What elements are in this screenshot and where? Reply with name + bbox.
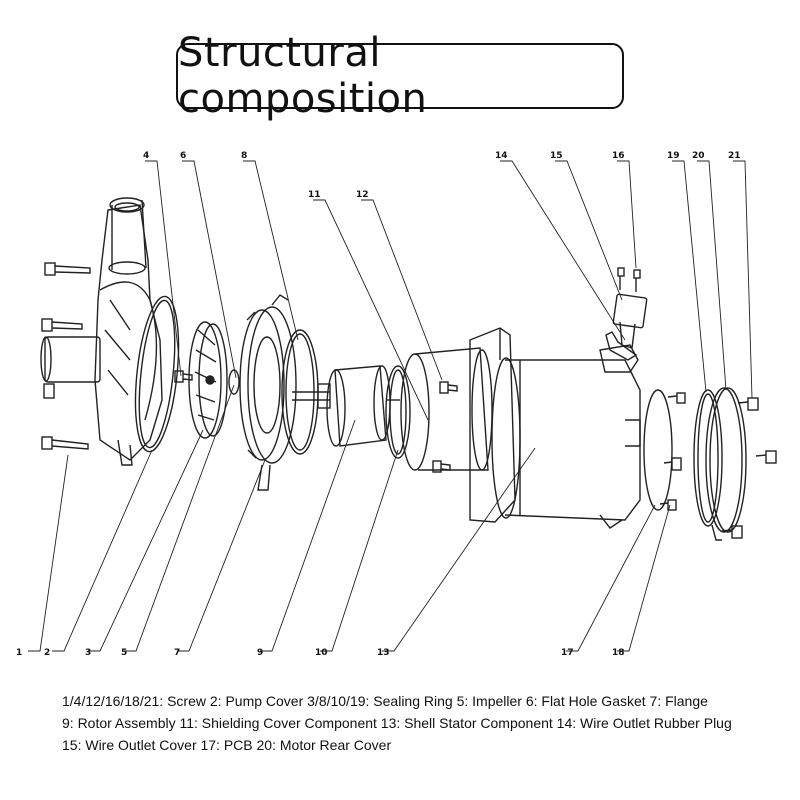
callout-8: 8	[241, 151, 247, 161]
shell-stator-part	[469, 327, 641, 529]
legend-line-2: 9: Rotor Assembly 11: Shielding Cover Co…	[62, 715, 732, 731]
title-box: Structural composition	[176, 30, 624, 122]
screw-21-set	[721, 397, 777, 539]
screw-4	[174, 370, 193, 383]
callout-16: 16	[612, 151, 625, 161]
diagram-title: Structural composition	[178, 30, 428, 122]
callout-14: 14	[495, 151, 508, 161]
callout-labels: 1 2 3 5 7 9 10 13 17 18 4 6 8 11 12 14 1…	[16, 151, 741, 658]
screw-18-set	[659, 392, 686, 511]
leader-lines	[28, 160, 753, 652]
callout-3: 3	[85, 648, 91, 658]
callout-15: 15	[550, 151, 563, 161]
callout-1: 1	[16, 648, 22, 658]
callout-5: 5	[121, 648, 127, 658]
legend-line-1: 1/4/12/16/18/21: Screw 2: Pump Cover 3/8…	[62, 693, 708, 709]
pcb-part	[643, 389, 673, 511]
callout-2: 2	[44, 648, 50, 658]
impeller-part	[188, 321, 228, 439]
callout-4: 4	[143, 151, 149, 161]
callout-12: 12	[356, 190, 369, 200]
flange-part	[239, 294, 297, 491]
wire-outlet-parts	[605, 267, 648, 361]
motor-rear-cover-part	[705, 387, 747, 541]
callout-11: 11	[308, 190, 321, 200]
callout-9: 9	[257, 648, 263, 658]
callout-21: 21	[728, 151, 741, 161]
callout-10: 10	[315, 648, 328, 658]
callout-7: 7	[174, 648, 180, 658]
callout-20: 20	[692, 151, 705, 161]
screw-1-set	[41, 262, 91, 450]
shielding-cover-part	[400, 347, 493, 471]
parts-legend: 1/4/12/16/18/21: Screw 2: Pump Cover 3/8…	[62, 690, 782, 756]
legend-line-3: 15: Wire Outlet Cover 17: PCB 20: Motor …	[62, 737, 392, 753]
callout-17: 17	[561, 648, 574, 658]
callout-18: 18	[612, 648, 625, 658]
sealing-ring-3	[134, 295, 180, 453]
rotor-assembly-part	[292, 365, 400, 447]
sealing-ring-19	[693, 389, 723, 527]
sealing-ring-10	[385, 365, 411, 459]
flat-hole-gasket	[228, 369, 240, 395]
pump-cover-part	[40, 197, 163, 466]
screw-12-set	[432, 381, 458, 473]
callout-19: 19	[667, 151, 680, 161]
callout-13: 13	[377, 648, 390, 658]
callout-6: 6	[180, 151, 186, 161]
